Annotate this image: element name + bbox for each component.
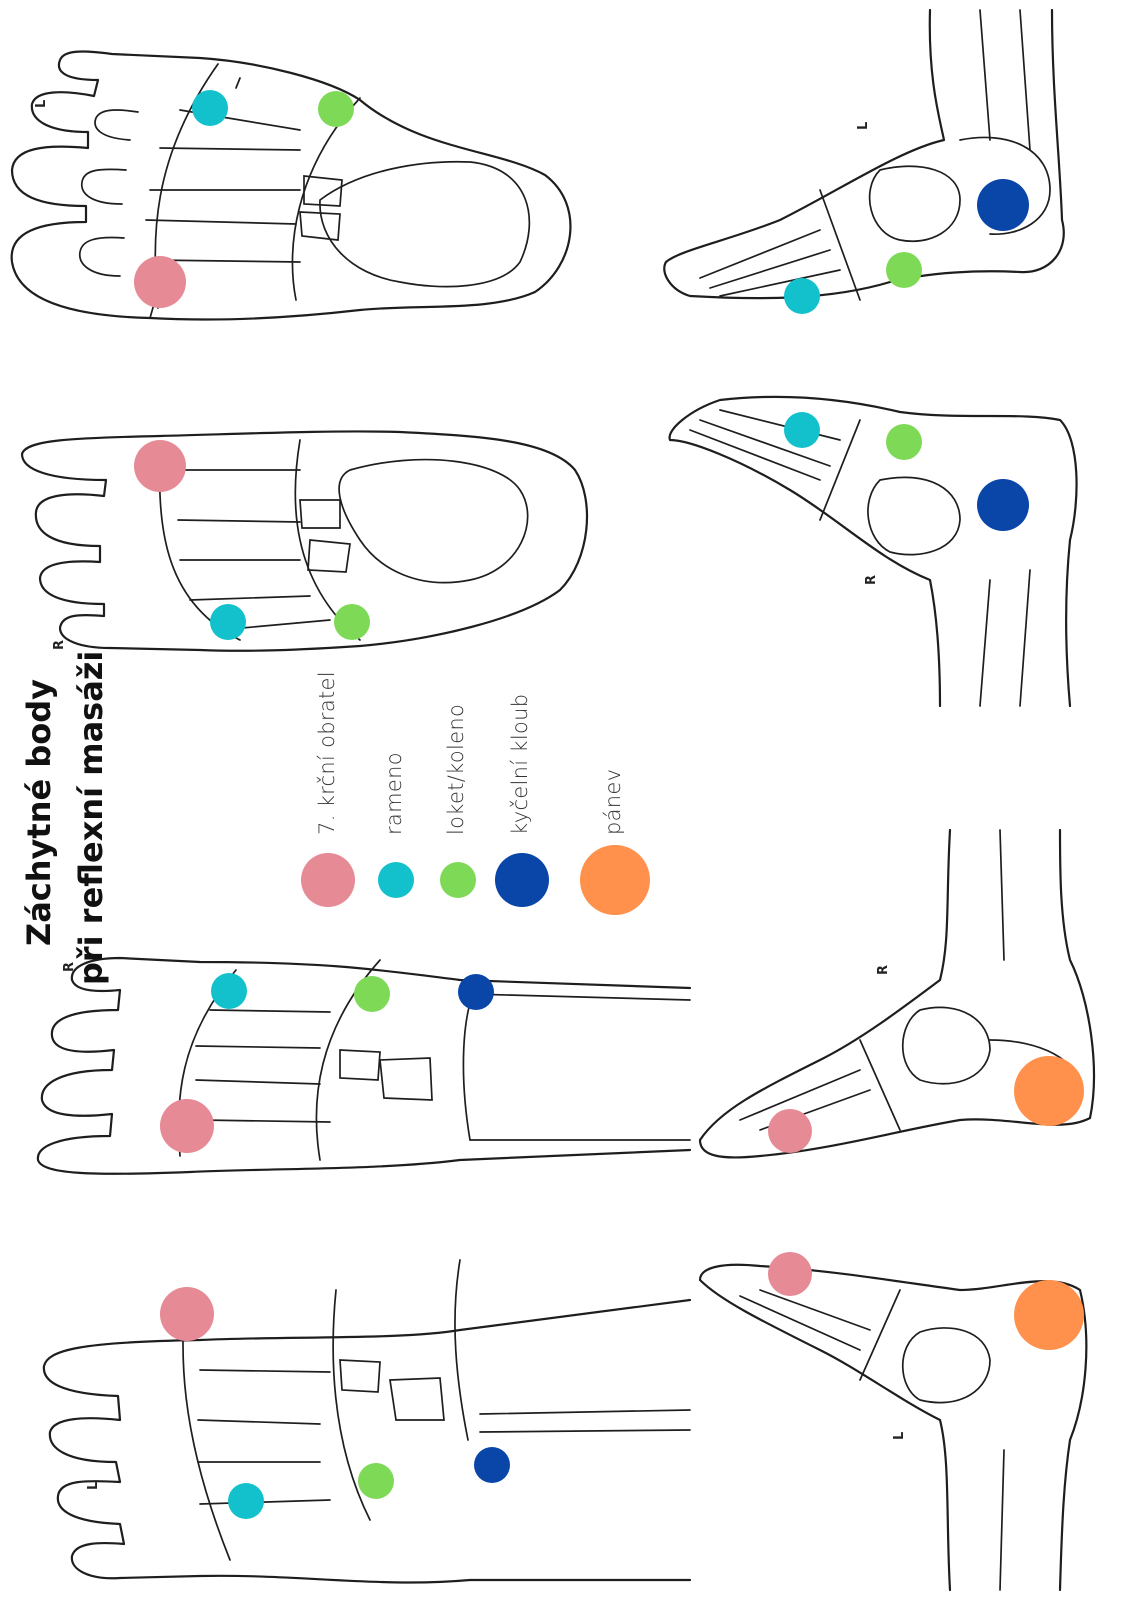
point-elbow-knee [318, 91, 354, 127]
point-hip [977, 179, 1029, 231]
point-hip [458, 974, 494, 1010]
side-marker-top-3: R [62, 962, 77, 972]
point-shoulder [784, 412, 820, 448]
point-shoulder [210, 604, 246, 640]
title-line-1: Záchytné body [20, 679, 58, 946]
foot-sole-right-icon [22, 431, 587, 650]
legend-swatch-hip [495, 853, 549, 907]
point-hip [977, 479, 1029, 531]
legend-label-pelvis: pánev [601, 769, 625, 835]
point-shoulder [192, 90, 228, 126]
point-hip [474, 1447, 510, 1483]
side-marker-top-1: L [34, 100, 49, 108]
side-marker-bottom-3: R [876, 965, 891, 975]
point-cervical [134, 256, 186, 308]
foot-side-right-icon [670, 397, 1077, 706]
point-elbow-knee [354, 976, 390, 1012]
point-cervical [134, 440, 186, 492]
foot-dorsum-left-icon [44, 1260, 690, 1582]
legend-swatch-shoulder [378, 862, 414, 898]
legend-swatch-pelvis [580, 845, 650, 915]
legend-swatch-elbow-knee [440, 862, 476, 898]
side-marker-top-4: L [86, 1482, 101, 1490]
legend-swatch-cervical [301, 853, 355, 907]
legend-label-shoulder: rameno [382, 752, 406, 835]
legend-label-hip: kyčelní kloub [508, 694, 532, 835]
legend-label-elbow-knee: loket/koleno [444, 704, 468, 835]
point-pelvis [1014, 1056, 1084, 1126]
point-cervical [768, 1252, 812, 1296]
title-line-2: při reflexní masáži [72, 651, 110, 985]
point-elbow-knee [886, 424, 922, 460]
point-shoulder [784, 278, 820, 314]
point-cervical [768, 1109, 812, 1153]
point-cervical [160, 1099, 214, 1153]
point-elbow-knee [886, 252, 922, 288]
point-shoulder [228, 1483, 264, 1519]
side-marker-bottom-4: L [892, 1432, 907, 1440]
point-cervical [160, 1287, 214, 1341]
point-shoulder [211, 973, 247, 1009]
legend-swatches [301, 845, 650, 915]
side-marker-bottom-1: L [856, 122, 871, 130]
side-marker-bottom-2: R [864, 575, 879, 585]
side-marker-top-2: R [52, 640, 67, 650]
foot-sole-left-icon [12, 52, 571, 320]
point-elbow-knee [358, 1463, 394, 1499]
point-elbow-knee [334, 604, 370, 640]
point-pelvis [1014, 1280, 1084, 1350]
legend-label-cervical: 7. krční obratel [315, 671, 339, 835]
foot-side-left-icon [664, 10, 1064, 300]
